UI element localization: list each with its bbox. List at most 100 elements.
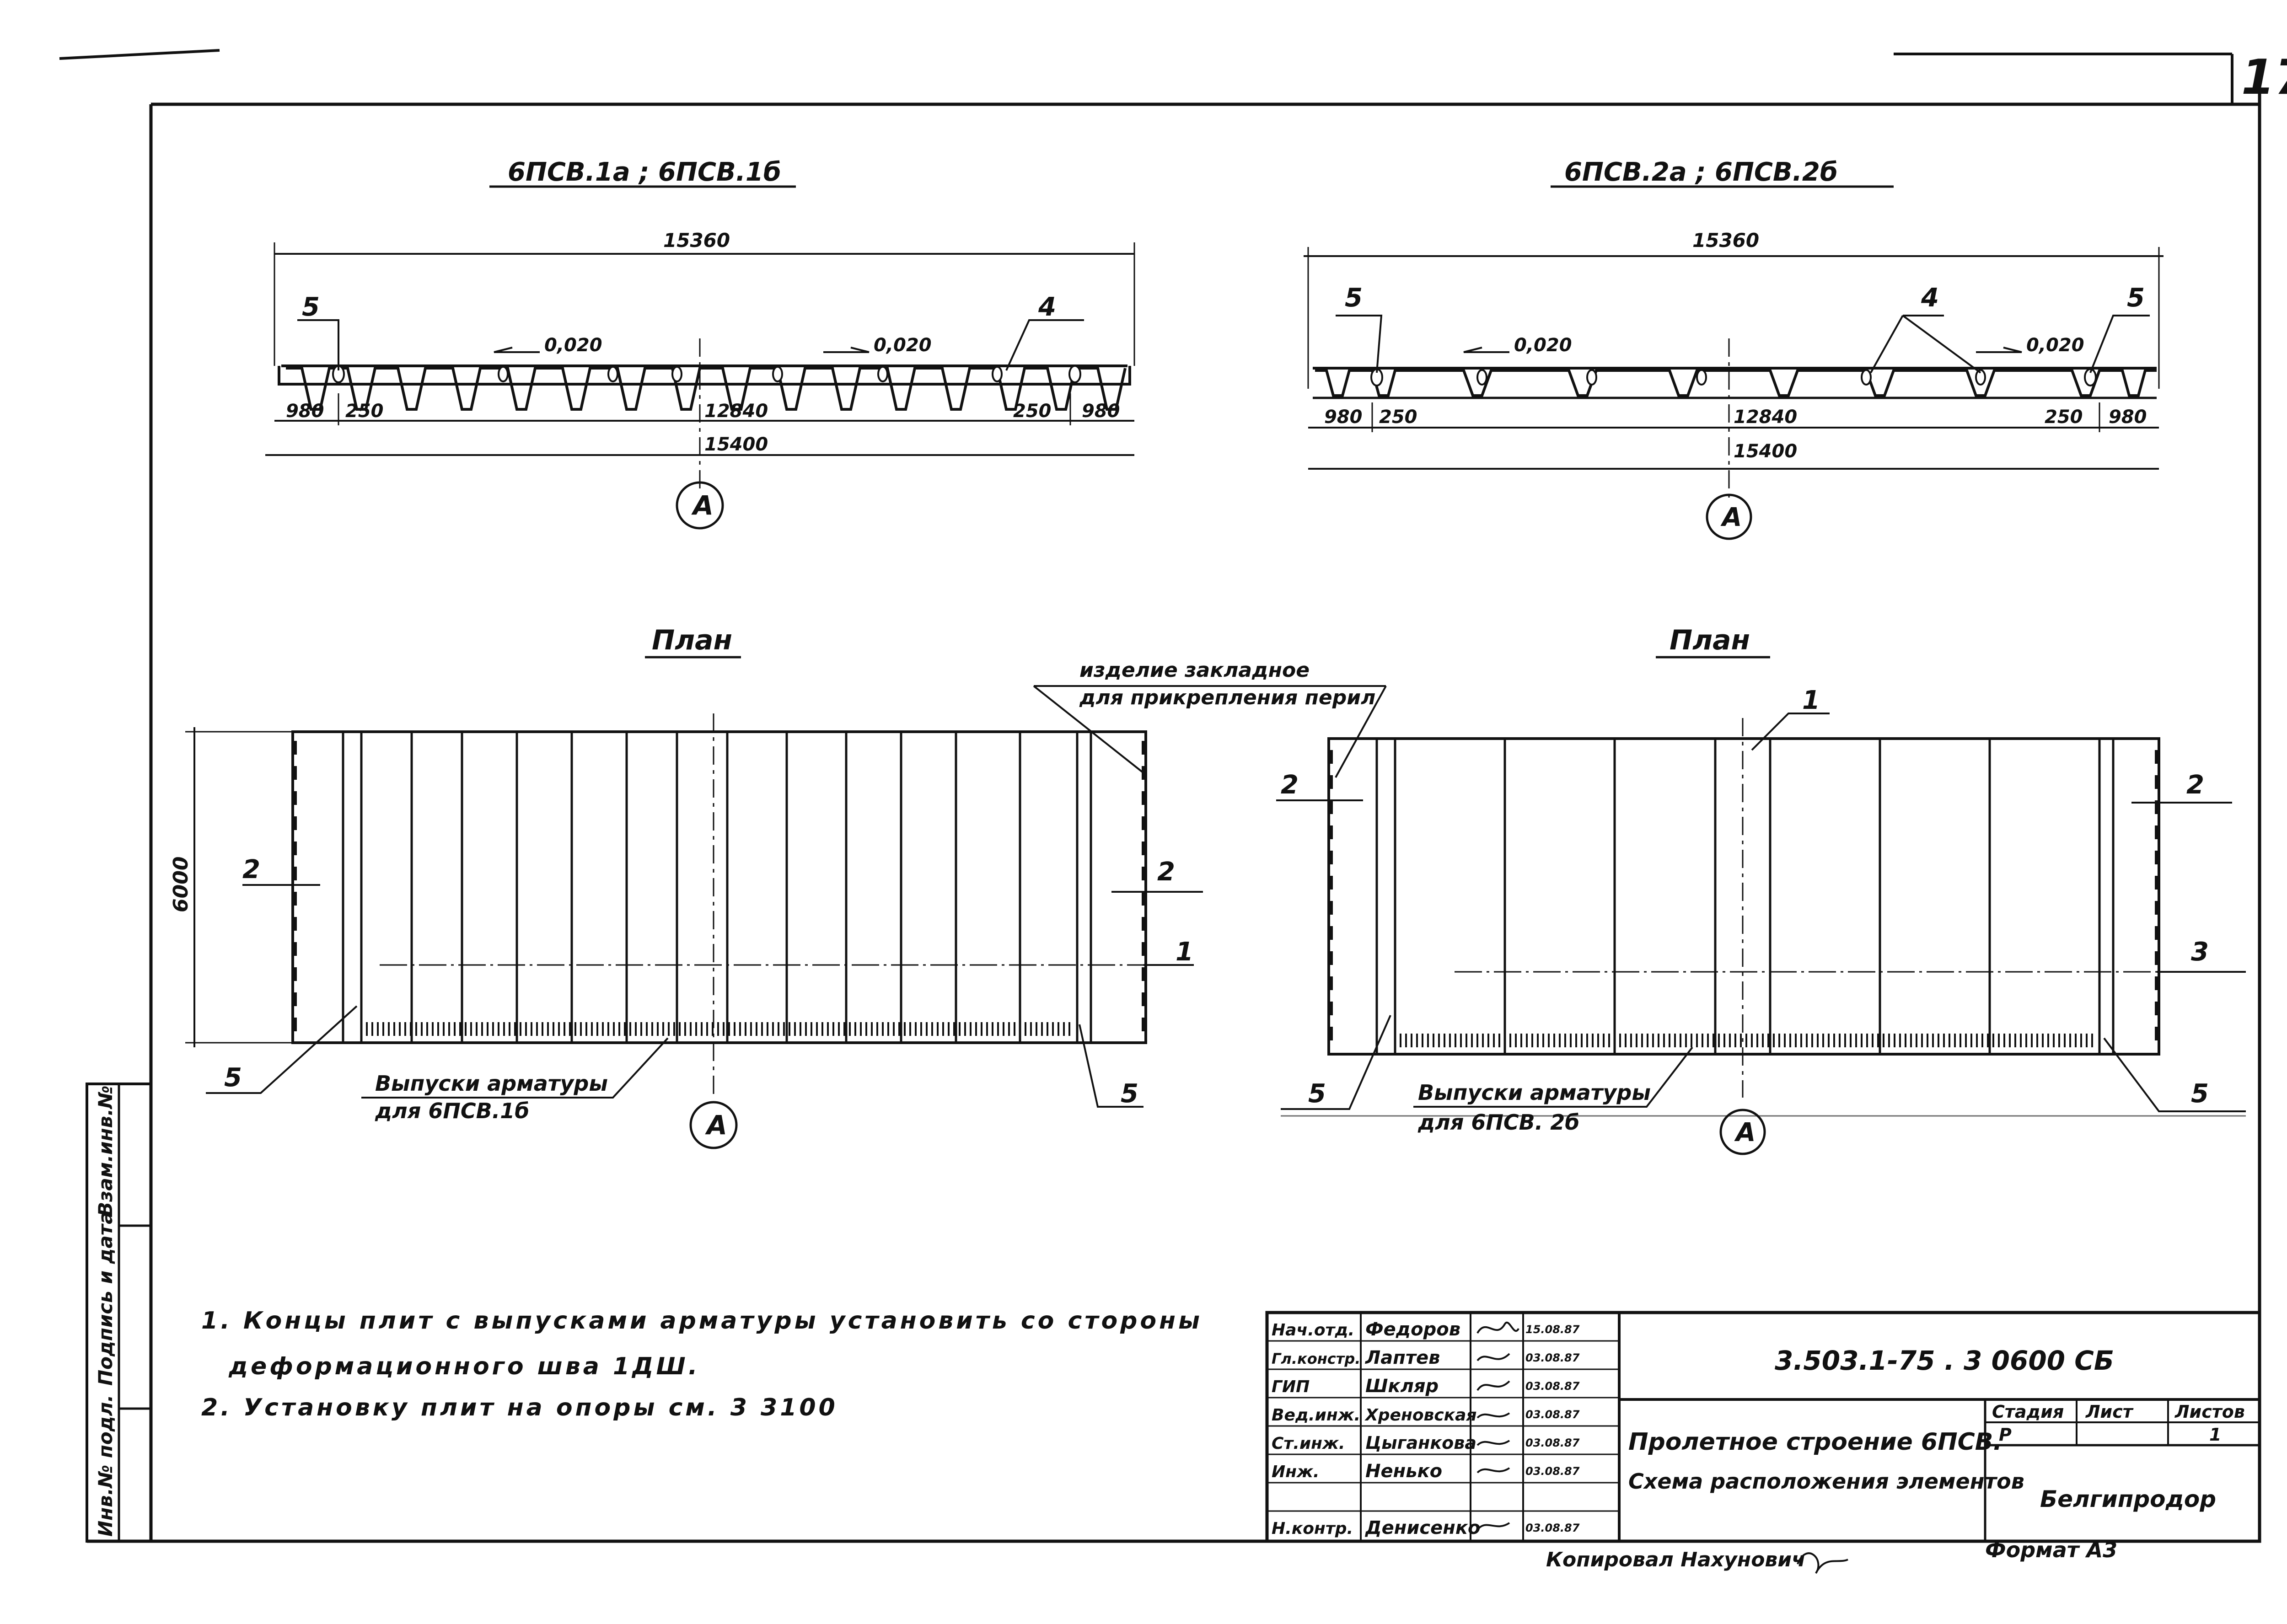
right-slope-right: 0,020: [2026, 335, 2084, 356]
left-dim-bottom: 15400: [704, 434, 768, 455]
right-slope-left: 0,020: [1514, 335, 1572, 356]
right-duct-holes: [1370, 368, 2097, 386]
right-plan: План 2 2 3 1 5 5 Выпуски арматуры для 6П…: [1276, 624, 2246, 1155]
copied-by-signature: [1797, 1552, 1848, 1574]
tb-role-0: Нач.отд.: [1272, 1321, 1354, 1340]
left-plan-callout-5-right: 5: [1121, 1079, 1138, 1109]
tb-role-7: Н.контр.: [1272, 1519, 1353, 1538]
right-dim-middle: 12840: [1734, 407, 1797, 428]
side-stamp: Инв.№ подл. Подпись и дата Взам.инв.№: [86, 1083, 152, 1543]
right-plan-title: План: [1670, 624, 1750, 656]
right-plan-slabs: [1375, 739, 2115, 1054]
right-rebar-line2: для 6ПСВ. 2б: [1417, 1110, 1579, 1135]
right-section: 6ПСВ.2а ; 6ПСВ.2б 15360 0,020 0,020 5 5 …: [1304, 157, 2164, 540]
tb-role-4: Ст.инж.: [1272, 1434, 1345, 1453]
title-block: Нач.отд. Гл.констр. ГИП Вед.инж. Ст.инж.…: [1265, 1311, 2261, 1543]
left-callout-5-top: 5: [302, 292, 320, 322]
left-plan-callout-1: 1: [1176, 937, 1193, 967]
tb-sheets-label: Листов: [2174, 1402, 2245, 1422]
tb-signatures: [1476, 1322, 1519, 1531]
left-dim-middle: 12840: [704, 401, 768, 422]
left-plan-callout-2-left: 2: [242, 855, 260, 884]
tb-stage-value: Р: [1999, 1425, 2012, 1445]
right-plan-callout-5-right: 5: [2191, 1079, 2209, 1109]
tb-name-7: Денисенко: [1364, 1517, 1481, 1538]
right-plan-callout-2-left: 2: [1281, 770, 1299, 800]
note-1: 1. Концы плит с выпусками арматуры устан…: [201, 1307, 1203, 1335]
right-section-title: 6ПСВ.2а ; 6ПСВ.2б: [1564, 157, 1838, 187]
left-axis-bubble-plan: А: [705, 1109, 727, 1141]
tb-role-1: Гл.констр.: [1272, 1350, 1360, 1367]
copied-by: Копировал Нахунович: [1546, 1548, 1805, 1571]
tb-name-2: Шкляр: [1365, 1376, 1439, 1397]
right-plan-callout-5-left: 5: [1308, 1079, 1326, 1109]
tb-stage-label: Стадия: [1992, 1402, 2064, 1422]
tb-date-5: 03.08.87: [1525, 1465, 1580, 1478]
left-dim-top: 15360: [663, 229, 730, 252]
right-plan-callout-1: 1: [1802, 686, 1820, 715]
notes: 1. Концы плит с выпусками арматуры устан…: [201, 1307, 1203, 1421]
left-callout-4-top: 4: [1038, 292, 1056, 322]
right-axis-bubble-plan: А: [1734, 1118, 1756, 1147]
left-duct-holes: [332, 365, 1081, 383]
left-axis-bubble-top: А: [691, 490, 714, 521]
tb-title-line2: Схема расположения элементов: [1628, 1469, 2024, 1494]
left-plan-callout-2-right: 2: [1157, 857, 1175, 887]
left-rebar-line1: Выпуски арматуры: [375, 1071, 608, 1096]
left-dim-gap-left: 250: [345, 401, 384, 422]
note-1-cont: деформационного шва 1ДШ.: [228, 1353, 700, 1380]
left-dim-edge-right: 980: [1082, 401, 1120, 422]
left-plan-callout-5-left: 5: [224, 1063, 242, 1093]
left-plan-title: План: [652, 624, 732, 656]
right-axis-bubble-top: А: [1720, 503, 1742, 532]
tb-code: 3.503.1-75 . 3 0600 СБ: [1775, 1345, 2114, 1376]
right-dim-top: 15360: [1692, 229, 1759, 252]
left-section-title: 6ПСВ.1а ; 6ПСВ.1б: [508, 157, 781, 187]
format-label: Формат А3: [1985, 1538, 2117, 1562]
tb-sheet-label: Лист: [2085, 1402, 2134, 1422]
note-2: 2. Установку плит на опоры см. 3 3100: [201, 1394, 838, 1421]
right-callout-4: 4: [1921, 283, 1939, 313]
right-plan-callout-3: 3: [2191, 937, 2209, 967]
embedded-label-line2: для прикрепления перил: [1079, 686, 1375, 709]
tb-date-3: 03.08.87: [1525, 1408, 1580, 1421]
tb-name-3: Хреновская: [1364, 1406, 1477, 1425]
tb-organization: Белгипродор: [2040, 1486, 2216, 1512]
tb-role-5: Инж.: [1272, 1463, 1320, 1481]
right-dim-bottom: 15400: [1734, 441, 1797, 462]
left-plan: План 6000 2 2 1 5 5: [169, 624, 1387, 1149]
tb-role-3: Вед.инж.: [1272, 1406, 1360, 1425]
right-rebar-line1: Выпуски арматуры: [1418, 1080, 1651, 1105]
tb-name-0: Федоров: [1365, 1319, 1460, 1340]
left-slope-left: 0,020: [544, 335, 602, 356]
right-callout-5-left: 5: [1345, 283, 1363, 313]
tb-name-4: Цыганкова: [1365, 1433, 1476, 1453]
right-dim-gap-left: 250: [1379, 407, 1417, 428]
tb-name-5: Ненько: [1365, 1461, 1442, 1482]
sheet-number: 17: [2241, 49, 2287, 105]
side-stamp-inv: Инв.№ подл.: [94, 1395, 117, 1537]
left-dim-edge-left: 980: [286, 401, 324, 422]
right-dim-edge-left: 980: [1324, 407, 1363, 428]
right-dim-edge-right: 980: [2109, 407, 2147, 428]
left-section: 6ПСВ.1а ; 6ПСВ.1б 15360 0,020 0,020 5: [265, 157, 1135, 530]
side-stamp-sign: Подпись и дата: [94, 1211, 117, 1386]
right-plan-callout-2-right: 2: [2186, 770, 2204, 800]
tb-name-1: Лаптев: [1365, 1347, 1440, 1368]
tb-date-0: 15.08.87: [1525, 1323, 1580, 1336]
tb-date-7: 03.08.87: [1525, 1522, 1580, 1534]
left-slope-right: 0,020: [874, 335, 932, 356]
left-rebar-line2: для 6ПСВ.1б: [375, 1099, 529, 1123]
tb-date-4: 03.08.87: [1525, 1436, 1580, 1449]
tb-date-2: 03.08.87: [1525, 1380, 1580, 1393]
tb-title-line1: Пролетное строение 6ПСВ.: [1628, 1428, 2002, 1456]
left-dim-gap-right: 250: [1013, 401, 1052, 422]
right-callout-5-right: 5: [2127, 283, 2145, 313]
left-plan-dim-height: 6000: [169, 857, 193, 912]
tb-date-1: 03.08.87: [1525, 1351, 1580, 1364]
side-stamp-replace: Взам.инв.№: [94, 1085, 117, 1217]
embedded-label-line1: изделие закладное: [1079, 659, 1310, 682]
left-plan-slabs: [342, 732, 1092, 1043]
tb-role-2: ГИП: [1272, 1377, 1310, 1396]
